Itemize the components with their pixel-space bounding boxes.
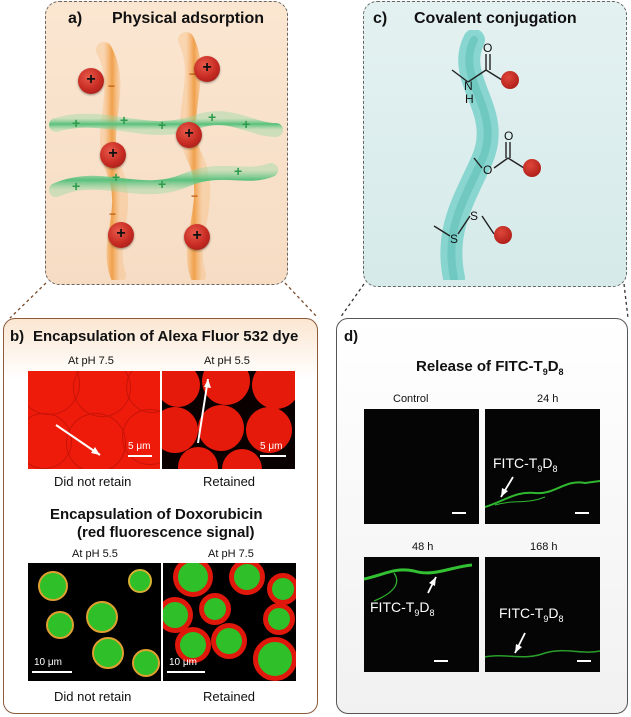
svg-text:−: − <box>108 79 115 93</box>
svg-text:+: + <box>242 116 250 132</box>
oxygen-atom: O <box>483 41 492 55</box>
conjugated-particle <box>494 226 512 244</box>
cationic-particle: + <box>78 68 104 94</box>
panel-d-label: d) <box>344 328 359 345</box>
sulfur-atom: S <box>470 209 478 223</box>
arrow-icon <box>55 424 101 456</box>
oxygen-atom: O <box>504 129 513 143</box>
caption: Retained <box>203 689 256 704</box>
arrow-icon <box>197 378 211 444</box>
panel-b-label: b) <box>10 328 25 345</box>
caption: Retained <box>203 474 256 489</box>
covalent-conjugation-illustration: N H O O O S S <box>433 30 525 280</box>
oxygen-atom: O <box>483 163 492 177</box>
micrograph-dox-ph55: 10 μm <box>28 563 161 681</box>
micrograph-dox-ph75: 10 μm <box>163 563 296 681</box>
image-label-control: Control <box>393 393 429 405</box>
caption: Did not retain <box>54 689 132 704</box>
ph-label: At pH 5.5 <box>72 548 118 560</box>
svg-text:+: + <box>208 109 216 125</box>
svg-text:−: − <box>191 189 198 203</box>
caption: Did not retain <box>54 474 132 489</box>
micrograph-alexa-ph75: 5 μm <box>28 371 160 469</box>
svg-text:+: + <box>158 117 166 133</box>
svg-text:+: + <box>72 115 80 131</box>
image-label-24h: 24 h <box>537 393 559 405</box>
svg-text:−: − <box>189 67 196 81</box>
svg-text:+: + <box>158 176 166 192</box>
panel-a-title: Physical adsorption <box>112 10 265 27</box>
image-label-48h: 48 h <box>412 541 434 553</box>
micrograph-control <box>364 409 479 524</box>
fitc-label: FITC-T9D8 <box>493 455 558 474</box>
svg-text:+: + <box>112 169 120 185</box>
svg-text:+: + <box>234 163 242 179</box>
green-polymer-strand <box>49 163 278 197</box>
fitc-label: FITC-T9D8 <box>370 599 435 618</box>
image-label-168h: 168 h <box>530 541 558 553</box>
fitc-label: FITC-T9D8 <box>499 605 564 624</box>
connector-lines <box>9 282 629 319</box>
cationic-particle: + <box>176 122 202 148</box>
panel-b-title-2-line1: Encapsulation of Doxorubicin <box>50 506 263 523</box>
sulfur-atom: S <box>450 232 458 246</box>
cationic-particle: + <box>194 56 220 82</box>
panel-c-title: Covalent conjugation <box>414 10 577 27</box>
svg-text:+: + <box>120 112 128 128</box>
nitrogen-atom: N <box>464 79 473 93</box>
svg-text:+: + <box>72 178 80 194</box>
micrograph-168h: FITC-T9D8 <box>485 557 600 672</box>
ph-label: At pH 7.5 <box>208 548 254 560</box>
svg-text:−: − <box>109 207 116 221</box>
ph-label: At pH 7.5 <box>68 355 114 367</box>
conjugated-particle <box>523 159 541 177</box>
panel-a-label: a) <box>68 10 83 27</box>
cationic-particle: + <box>100 142 126 168</box>
conjugated-particle <box>501 71 519 89</box>
micrograph-24h: FITC-T9D8 <box>485 409 600 524</box>
panel-c-label: c) <box>373 10 388 27</box>
ph-label: At pH 5.5 <box>204 355 250 367</box>
panel-a <box>45 1 288 285</box>
cationic-particle: + <box>108 222 134 248</box>
hydrogen-atom: H <box>465 92 474 106</box>
panel-d-title: Release of FITC-T9D8 <box>416 358 564 377</box>
panel-b-title-2-line2: (red fluorescence signal) <box>77 524 255 541</box>
panel-b-title-1: Encapsulation of Alexa Fluor 532 dye <box>33 328 299 345</box>
micrograph-48h: FITC-T9D8 <box>364 557 479 672</box>
cationic-particle: + <box>184 224 210 250</box>
micrograph-alexa-ph55: 5 μm <box>162 371 295 469</box>
